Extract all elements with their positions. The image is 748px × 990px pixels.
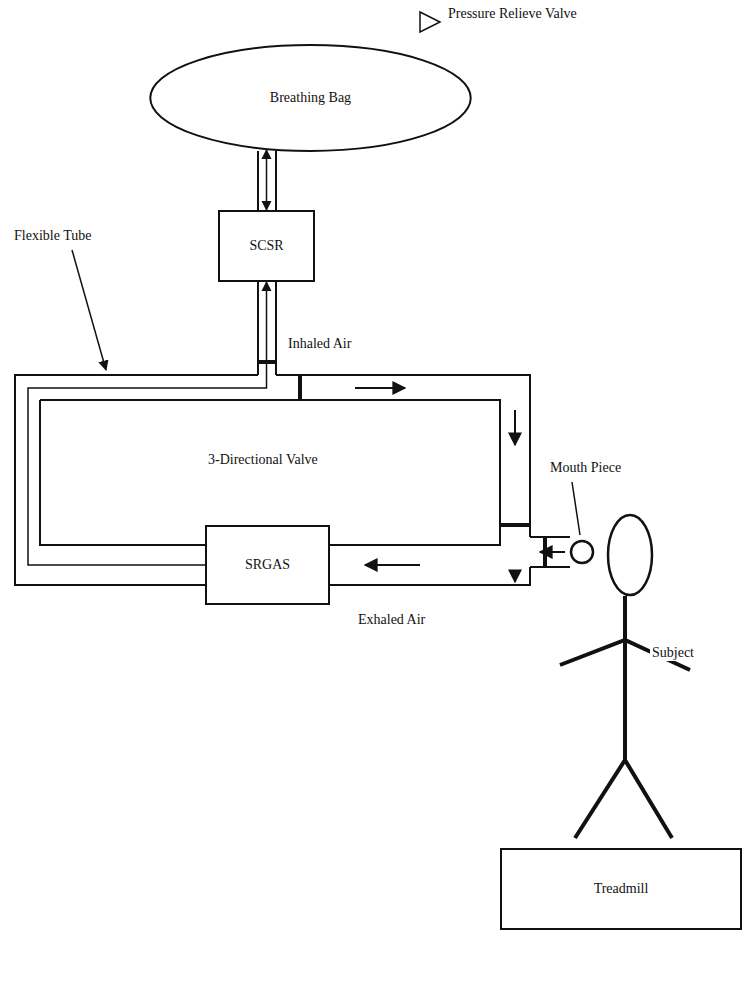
leader-line	[72, 250, 106, 370]
part-label: Flexible Tube	[12, 228, 93, 244]
tube-walls	[15, 151, 570, 585]
flow-connector	[28, 282, 267, 565]
leader-line	[572, 482, 580, 535]
part-label: Exhaled Air	[356, 612, 427, 628]
subject-head	[608, 515, 652, 595]
mouth-piece	[571, 541, 593, 563]
valve-symbol	[420, 12, 440, 32]
part-label: Subject	[650, 645, 696, 661]
node-text: Breathing Bag	[270, 90, 351, 106]
flow-connector	[266, 150, 268, 210]
scsr-box: SCSR	[218, 210, 315, 282]
node-text: SRGAS	[245, 557, 290, 573]
flow-arrows	[355, 388, 565, 582]
part-label: 3-Directional Valve	[206, 452, 320, 468]
stick-figure	[560, 596, 690, 838]
part-label: Mouth Piece	[548, 460, 623, 476]
node-text: SCSR	[249, 238, 283, 254]
part-label: Pressure Relieve Valve	[446, 6, 579, 22]
part-label: Inhaled Air	[286, 336, 353, 352]
breathing-bag: Breathing Bag	[148, 44, 473, 152]
srgas-box: SRGAS	[205, 525, 330, 605]
node-text: Treadmill	[594, 881, 649, 897]
treadmill-box: Treadmill	[500, 848, 742, 930]
